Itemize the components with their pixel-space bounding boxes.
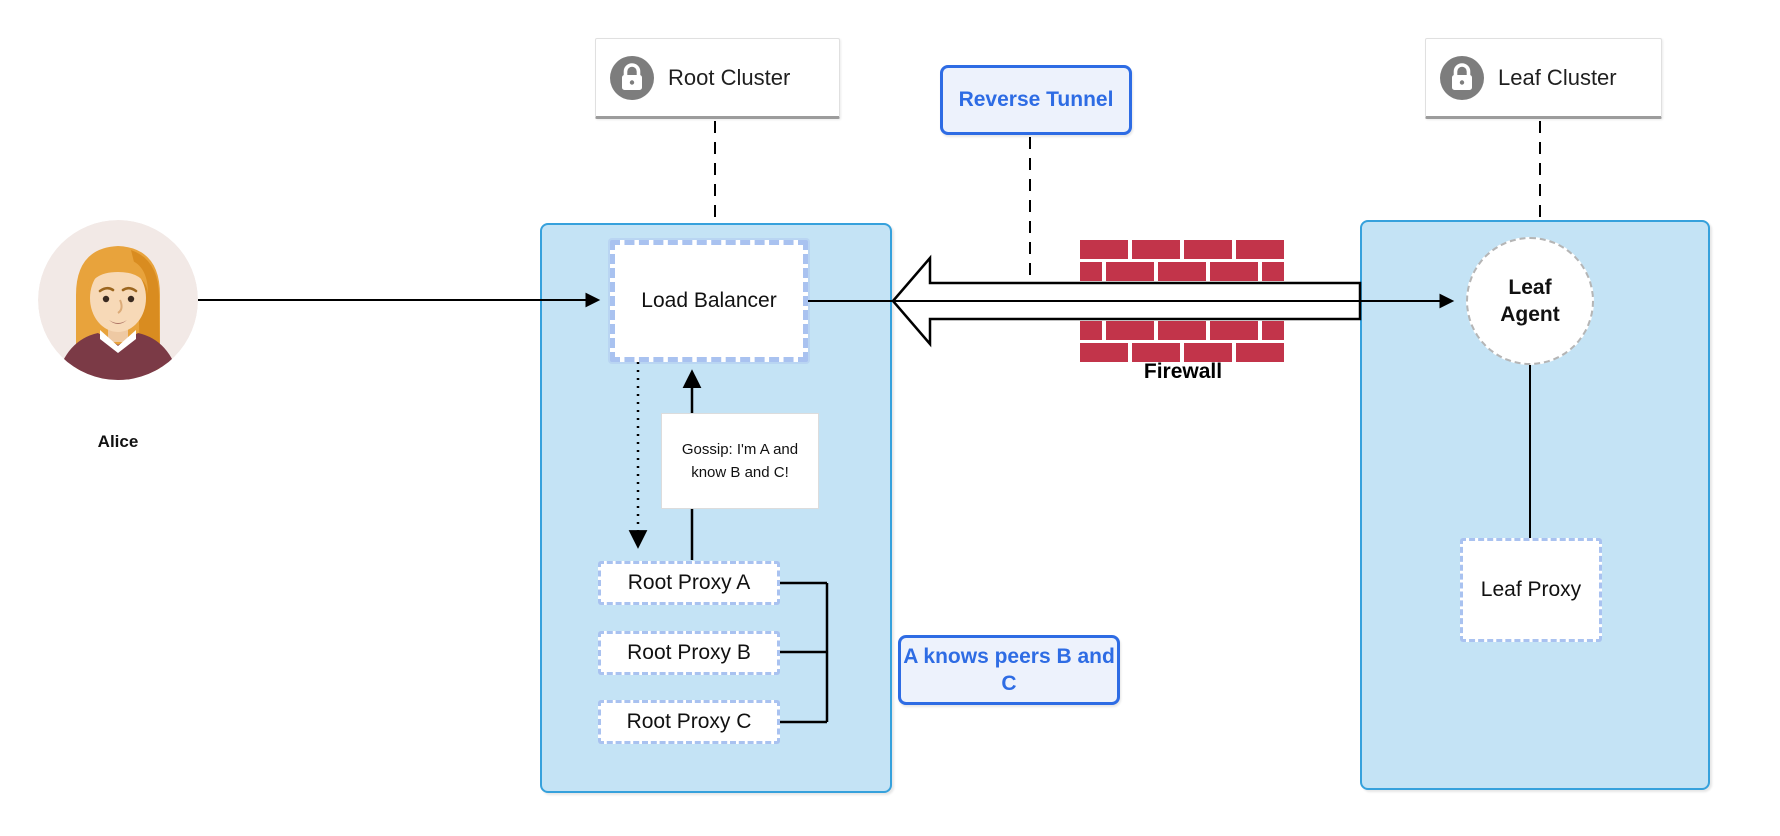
leaf-proxy-node: Leaf Proxy <box>1460 538 1602 642</box>
peers-annotation-label: A knows peers B and C <box>898 635 1120 705</box>
lock-icon <box>610 55 654 100</box>
gossip-note: Gossip: I'm A and know B and C! <box>661 413 819 509</box>
person-icon <box>38 220 198 380</box>
root-cluster-title-card: Root Cluster <box>595 38 840 119</box>
root-proxy-b-node: Root Proxy B <box>598 631 780 675</box>
load-balancer-node: Load Balancer <box>610 240 808 362</box>
leaf-cluster-title-card: Leaf Cluster <box>1425 38 1662 119</box>
leaf-cluster-title: Leaf Cluster <box>1498 64 1617 90</box>
firewall-bricks <box>1080 240 1284 362</box>
root-proxy-c-node: Root Proxy C <box>598 700 780 744</box>
root-cluster-title: Root Cluster <box>668 64 791 90</box>
firewall-label: Firewall <box>1143 360 1223 383</box>
alice-label: Alice <box>97 432 139 451</box>
leaf-agent-node: Leaf Agent <box>1466 237 1594 365</box>
reverse-tunnel-arrow <box>891 254 1362 348</box>
root-proxy-a-node: Root Proxy A <box>598 561 780 605</box>
lock-icon <box>1440 55 1484 100</box>
alice-avatar <box>38 220 198 380</box>
reverse-tunnel-label: Reverse Tunnel <box>940 65 1132 135</box>
